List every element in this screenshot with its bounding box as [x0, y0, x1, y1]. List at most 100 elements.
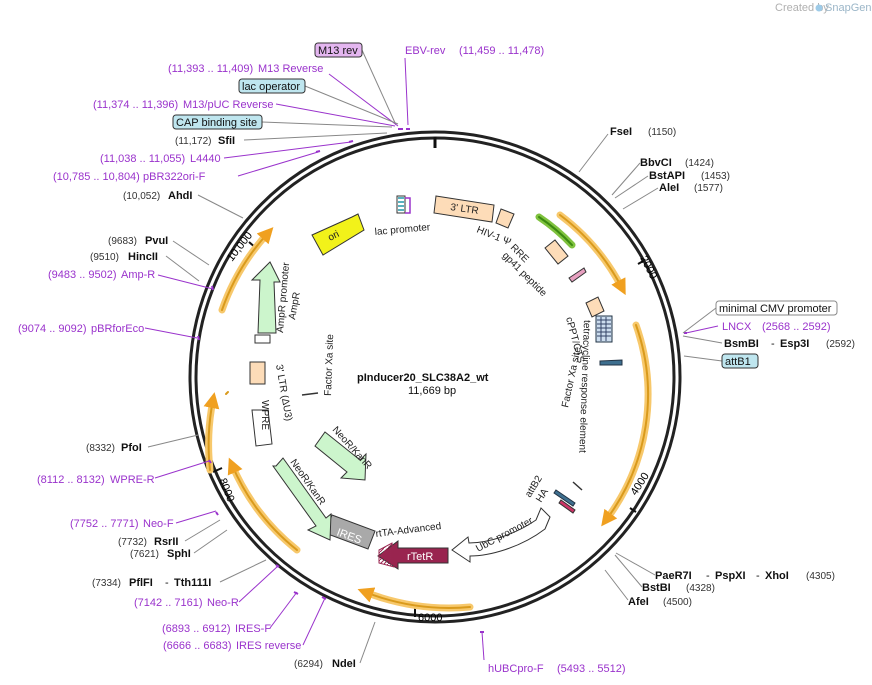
feature-neo-arrow-inner — [314, 431, 367, 481]
arc-c — [357, 587, 471, 609]
ruler-label-6000: 6000 — [418, 612, 442, 624]
enzyme-rsrii-name: RsrII — [154, 536, 178, 548]
feature-factor-xa-left: Factor Xa site — [323, 334, 336, 396]
leader-ebv — [404, 57, 409, 126]
feature-ampr-promoter-label: AmpR promoter — [275, 261, 292, 333]
orange-arcs — [203, 211, 652, 612]
leader-neor — [238, 565, 279, 603]
leader-ndei — [359, 621, 376, 664]
arc-e — [203, 392, 220, 471]
enzyme-sfii-pos: (11,172) — [175, 136, 212, 147]
enzyme-pvui-name: PvuI — [145, 235, 168, 247]
primer-hubc-name: hUBCpro-F — [488, 663, 544, 675]
leader-pvui — [172, 240, 210, 266]
enzyme-bsmbi-name2: Esp3I — [780, 338, 809, 350]
leader-rsrii — [184, 519, 221, 542]
primer-iresrev-name: IRES reverse — [236, 640, 301, 652]
tick-iresrev — [321, 596, 327, 600]
enzyme-bbvci-pos: (1424) — [685, 158, 714, 169]
feature-ampr-label: AmpR — [287, 291, 303, 320]
enzyme-sphi-name: SphI — [167, 548, 191, 560]
lac-operator-box — [238, 78, 306, 94]
enzyme-ndei-name: NdeI — [332, 658, 356, 670]
primer-pbr322-pos: (10,785 .. 10,804) — [53, 171, 140, 183]
feature-ampr-arrow — [250, 261, 281, 334]
feature-attb1-box — [599, 359, 623, 366]
primer-hubc-pos: (5493 .. 5512) — [557, 663, 626, 675]
primer-pbrforeco-name: pBRforEco — [91, 323, 144, 335]
feature-tre-label: tetracycline response element — [576, 320, 592, 453]
feature-hiv-box — [495, 208, 515, 229]
feature-rtetr-tail — [378, 542, 395, 568]
feature-ori-label: ori — [326, 229, 341, 244]
plasmid-name: pInducer20_SLC38A2_wt — [357, 372, 489, 384]
leader-bsmbi — [682, 335, 723, 344]
leader-alei — [622, 187, 659, 210]
leader-sphi — [193, 529, 228, 554]
primer-ampr-name: Amp-R — [121, 269, 155, 281]
enzyme-alei-pos: (1577) — [694, 183, 723, 194]
leader-hubc — [481, 631, 485, 661]
leader-m13rev — [361, 49, 397, 126]
enzyme-labels: (11,172) SfiI (10,052) AhdI (9683) PvuI … — [86, 126, 855, 670]
enzyme-sfii-name: SfiI — [218, 135, 235, 147]
leader-bbvci — [611, 162, 641, 196]
leader-ahdi — [197, 194, 244, 219]
feature-rtta-label: rtTA-Advanced — [375, 521, 442, 540]
feature-cppt-box — [585, 296, 605, 318]
leader-hincii — [165, 255, 200, 282]
feature-tre-graphic — [595, 315, 613, 343]
primer-wpre-name: WPRE-R — [110, 474, 155, 486]
enzyme-paer7i-name: PaeR7I — [655, 570, 692, 582]
enzyme-afei-pos: (4500) — [663, 597, 692, 608]
leader-lncx — [685, 325, 719, 334]
arc-green — [538, 216, 573, 246]
feature-wpre-box — [251, 409, 273, 447]
arc-b — [601, 324, 649, 527]
enzyme-bstapi-pos: (1453) — [701, 171, 730, 182]
primer-ebv-name: EBV-rev — [405, 45, 446, 57]
feature-factor-xa-left-mark — [301, 392, 319, 396]
leader-iresf — [269, 591, 298, 629]
feature-neo-arrow-outer — [272, 457, 332, 541]
enzyme-bsmbi-pos: (2592) — [826, 339, 855, 350]
primer-m13reverse-pos: (11,393 .. 11,409) — [168, 63, 253, 75]
lac-operator-label: lac operator — [242, 81, 300, 93]
primer-pbr322-name: pBR322ori-F — [143, 171, 206, 183]
attb1-label: attB1 — [725, 356, 751, 368]
leader-m13puc — [275, 103, 396, 127]
primer-neof-name: Neo-F — [143, 518, 174, 530]
enzyme-paer7i-sep: - — [706, 570, 710, 582]
leader-ampr — [157, 274, 214, 290]
enzyme-rsrii-pos: (7732) — [118, 537, 147, 548]
tick-wpre — [208, 459, 212, 464]
enzyme-alei-name: AleI — [659, 182, 679, 194]
arc-g — [221, 227, 274, 311]
feature-rre-box — [544, 239, 569, 265]
mincmv-box — [715, 300, 838, 316]
enzyme-hincii-pos: (9510) — [90, 252, 119, 263]
enzyme-fsei-pos: (1150) — [648, 127, 676, 138]
plasmid-size: 11,669 bp — [408, 385, 456, 397]
snapgene-logo-icon — [815, 4, 823, 12]
arc-a — [559, 214, 626, 296]
leader-attb1 — [683, 355, 723, 362]
feature-3ltr-du3-box — [249, 361, 266, 385]
leader-pflfi — [219, 559, 267, 583]
enzyme-bstapi-name: BstAPI — [649, 170, 685, 182]
leader-pfoi — [147, 434, 199, 448]
enzyme-sphi-pos: (7621) — [130, 549, 159, 560]
leader-mincmv — [682, 307, 717, 334]
enzyme-pflfi-name: PflFI — [129, 577, 153, 589]
feature-ampr-promoter-box — [254, 334, 271, 344]
attb1-box — [721, 353, 759, 369]
leader-fsei — [578, 133, 609, 173]
cap-box — [172, 114, 263, 130]
enzyme-pfoi-name: PfoI — [121, 442, 142, 454]
primer-neor-pos: (7142 .. 7161) — [134, 597, 203, 609]
primer-iresf-pos: (6893 .. 6912) — [162, 623, 231, 635]
primer-m13puc-name: M13/pUC Reverse — [183, 99, 273, 111]
feature-3ltr-label: 3' LTR — [450, 202, 480, 217]
m13rev-label: M13 rev — [318, 45, 358, 57]
